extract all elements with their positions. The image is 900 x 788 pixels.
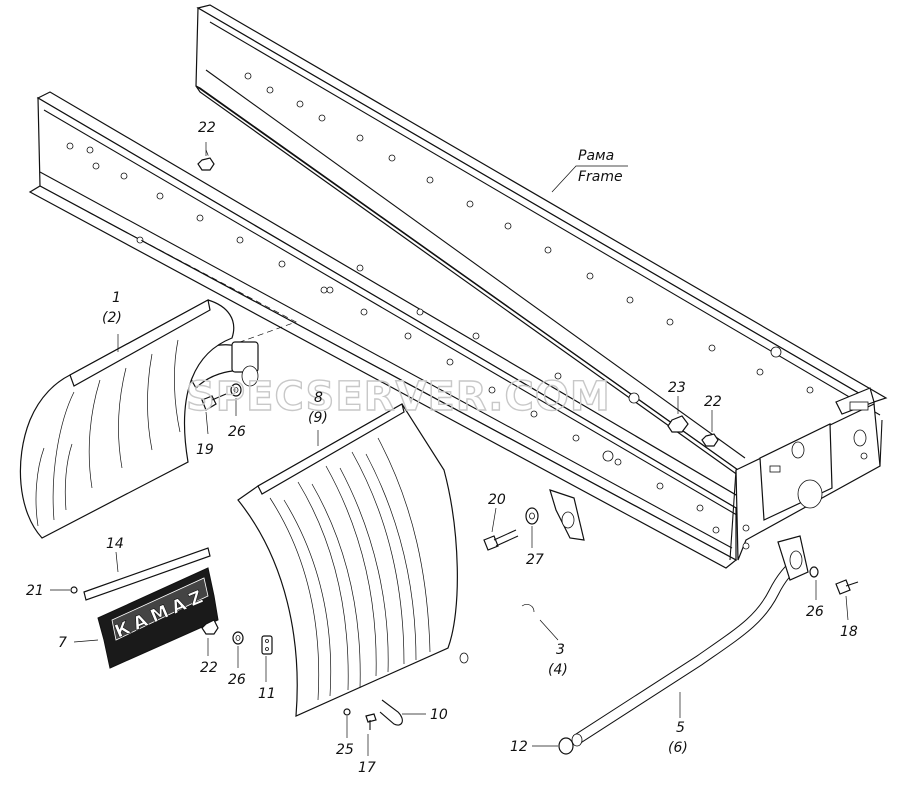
cross-member xyxy=(729,387,883,561)
callout-19: 19 xyxy=(196,442,214,458)
callout-27: 27 xyxy=(526,552,544,568)
bracket-pipe-long xyxy=(571,535,809,747)
frame-label-en: Frame xyxy=(578,169,623,185)
rail-holes xyxy=(66,72,814,534)
washer-21 xyxy=(70,586,78,594)
frame-rail-front xyxy=(28,91,750,569)
nut-22-right xyxy=(701,433,719,447)
callout-3: 3 xyxy=(556,642,565,658)
frame-rail-rear xyxy=(195,4,888,479)
hardware xyxy=(70,157,859,755)
callout-23: 23 xyxy=(668,380,686,396)
callout-labels: 22 1 (2) 19 26 8 (9) 23 22 20 27 14 21 7… xyxy=(26,120,858,776)
callout-20: 20 xyxy=(488,492,506,508)
callout-25: 25 xyxy=(336,742,354,758)
callout-7: 7 xyxy=(58,635,67,651)
nut-23 xyxy=(667,415,689,433)
callout-5: 5 xyxy=(676,720,685,736)
callout-18: 18 xyxy=(840,624,858,640)
washer-26c xyxy=(809,566,819,578)
bracket-pipe-short xyxy=(459,489,619,664)
callout-22: 22 xyxy=(704,394,722,410)
frame-label: Рама Frame xyxy=(578,148,623,185)
callout-2: (2) xyxy=(102,310,122,326)
nut-22-top xyxy=(197,157,215,171)
callout-1: 1 xyxy=(112,290,121,306)
cap-12 xyxy=(558,737,574,755)
bolt-18 xyxy=(835,579,851,595)
mudguard-left xyxy=(19,299,235,539)
callout-21: 21 xyxy=(26,583,44,599)
callout-9: (9) xyxy=(308,410,328,426)
mudguard-right xyxy=(237,403,458,717)
callout-26: 26 xyxy=(806,604,824,620)
plate-11 xyxy=(261,635,273,655)
nut-22-lower xyxy=(201,619,219,635)
callout-4: (4) xyxy=(548,662,568,678)
callout-8: 8 xyxy=(314,390,323,406)
callout-12: 12 xyxy=(510,739,528,755)
callout-6: (6) xyxy=(668,740,688,756)
washer-25 xyxy=(343,708,351,716)
callout-26: 26 xyxy=(228,672,246,688)
bolt-17 xyxy=(365,713,377,723)
callout-17: 17 xyxy=(358,760,376,776)
callout-10: 10 xyxy=(430,707,448,723)
callout-22: 22 xyxy=(200,660,218,676)
callout-22: 22 xyxy=(198,120,216,136)
callout-14: 14 xyxy=(106,536,124,552)
frame-label-ru: Рама xyxy=(578,148,614,164)
assembly-guide-lines xyxy=(87,149,297,343)
mudflap-strip xyxy=(83,547,211,601)
callout-11: 11 xyxy=(258,686,276,702)
u-bolt-10 xyxy=(379,699,403,726)
watermark: SPECSERVER.COM xyxy=(186,374,611,420)
leader-lines xyxy=(50,142,849,756)
bolt-20 xyxy=(483,535,499,551)
callout-26: 26 xyxy=(228,424,246,440)
